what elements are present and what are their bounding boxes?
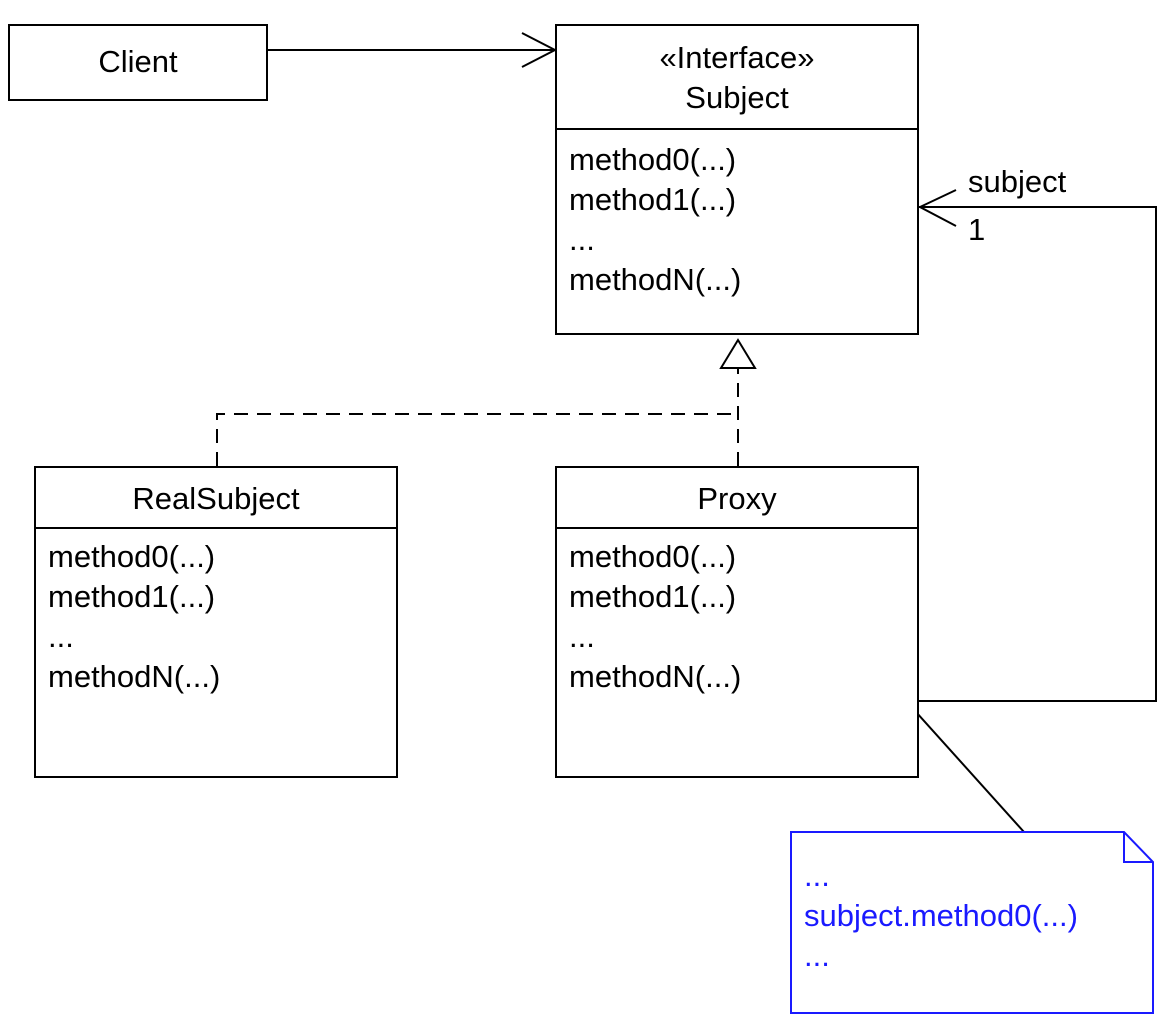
proxy-subject-association [918,206,1157,702]
realsubject-methods: method0(...) method1(...) ... methodN(..… [36,529,396,697]
proxy-method-n: methodN(...) [569,659,742,694]
proxy-subject-open-arrowhead [917,189,957,227]
realsubject-realization-line [216,413,738,466]
realization-triangle-arrowhead [719,338,757,369]
subject-method-ellipsis: ... [569,222,595,257]
proxy-class: Proxy method0(...) method1(...) ... meth… [555,466,919,778]
subject-method-0: method0(...) [569,142,737,177]
client-class: Client [8,24,268,101]
subject-stereotype: «Interface» [659,40,815,75]
proxy-method-0: method0(...) [569,539,737,574]
realsubject-method-ellipsis: ... [48,619,74,654]
proxy-method-ellipsis: ... [569,619,595,654]
subject-methods: method0(...) method1(...) ... methodN(..… [557,130,917,300]
realsubject-method-n: methodN(...) [48,659,221,694]
subject-method-n: methodN(...) [569,262,742,297]
note-line-call: subject.method0(...) [804,898,1078,933]
realsubject-method-1: method1(...) [48,579,216,614]
association-role-label: subject [968,164,1067,199]
subject-interface: «Interface» Subject method0(...) method1… [555,24,919,335]
realsubject-method-0: method0(...) [48,539,216,574]
subject-class-name: Subject [685,80,789,115]
subject-header: «Interface» Subject [557,26,917,130]
association-multiplicity-label: 1 [968,212,986,247]
note-line-ellipsis-top: ... [804,858,830,893]
realsubject-class-name: RealSubject [36,468,396,529]
proxy-method-1: method1(...) [569,579,737,614]
realsubject-class: RealSubject method0(...) method1(...) ..… [34,466,398,778]
note-shape [790,831,1154,1014]
note-text: ... subject.method0(...) ... [804,856,1078,976]
note-fold-corner [1123,832,1153,863]
client-class-name: Client [98,44,178,79]
proxy-methods: method0(...) method1(...) ... methodN(..… [557,529,917,697]
proxy-class-name: Proxy [557,468,917,529]
subject-method-1: method1(...) [569,182,737,217]
note-line-ellipsis-bottom: ... [804,938,830,973]
